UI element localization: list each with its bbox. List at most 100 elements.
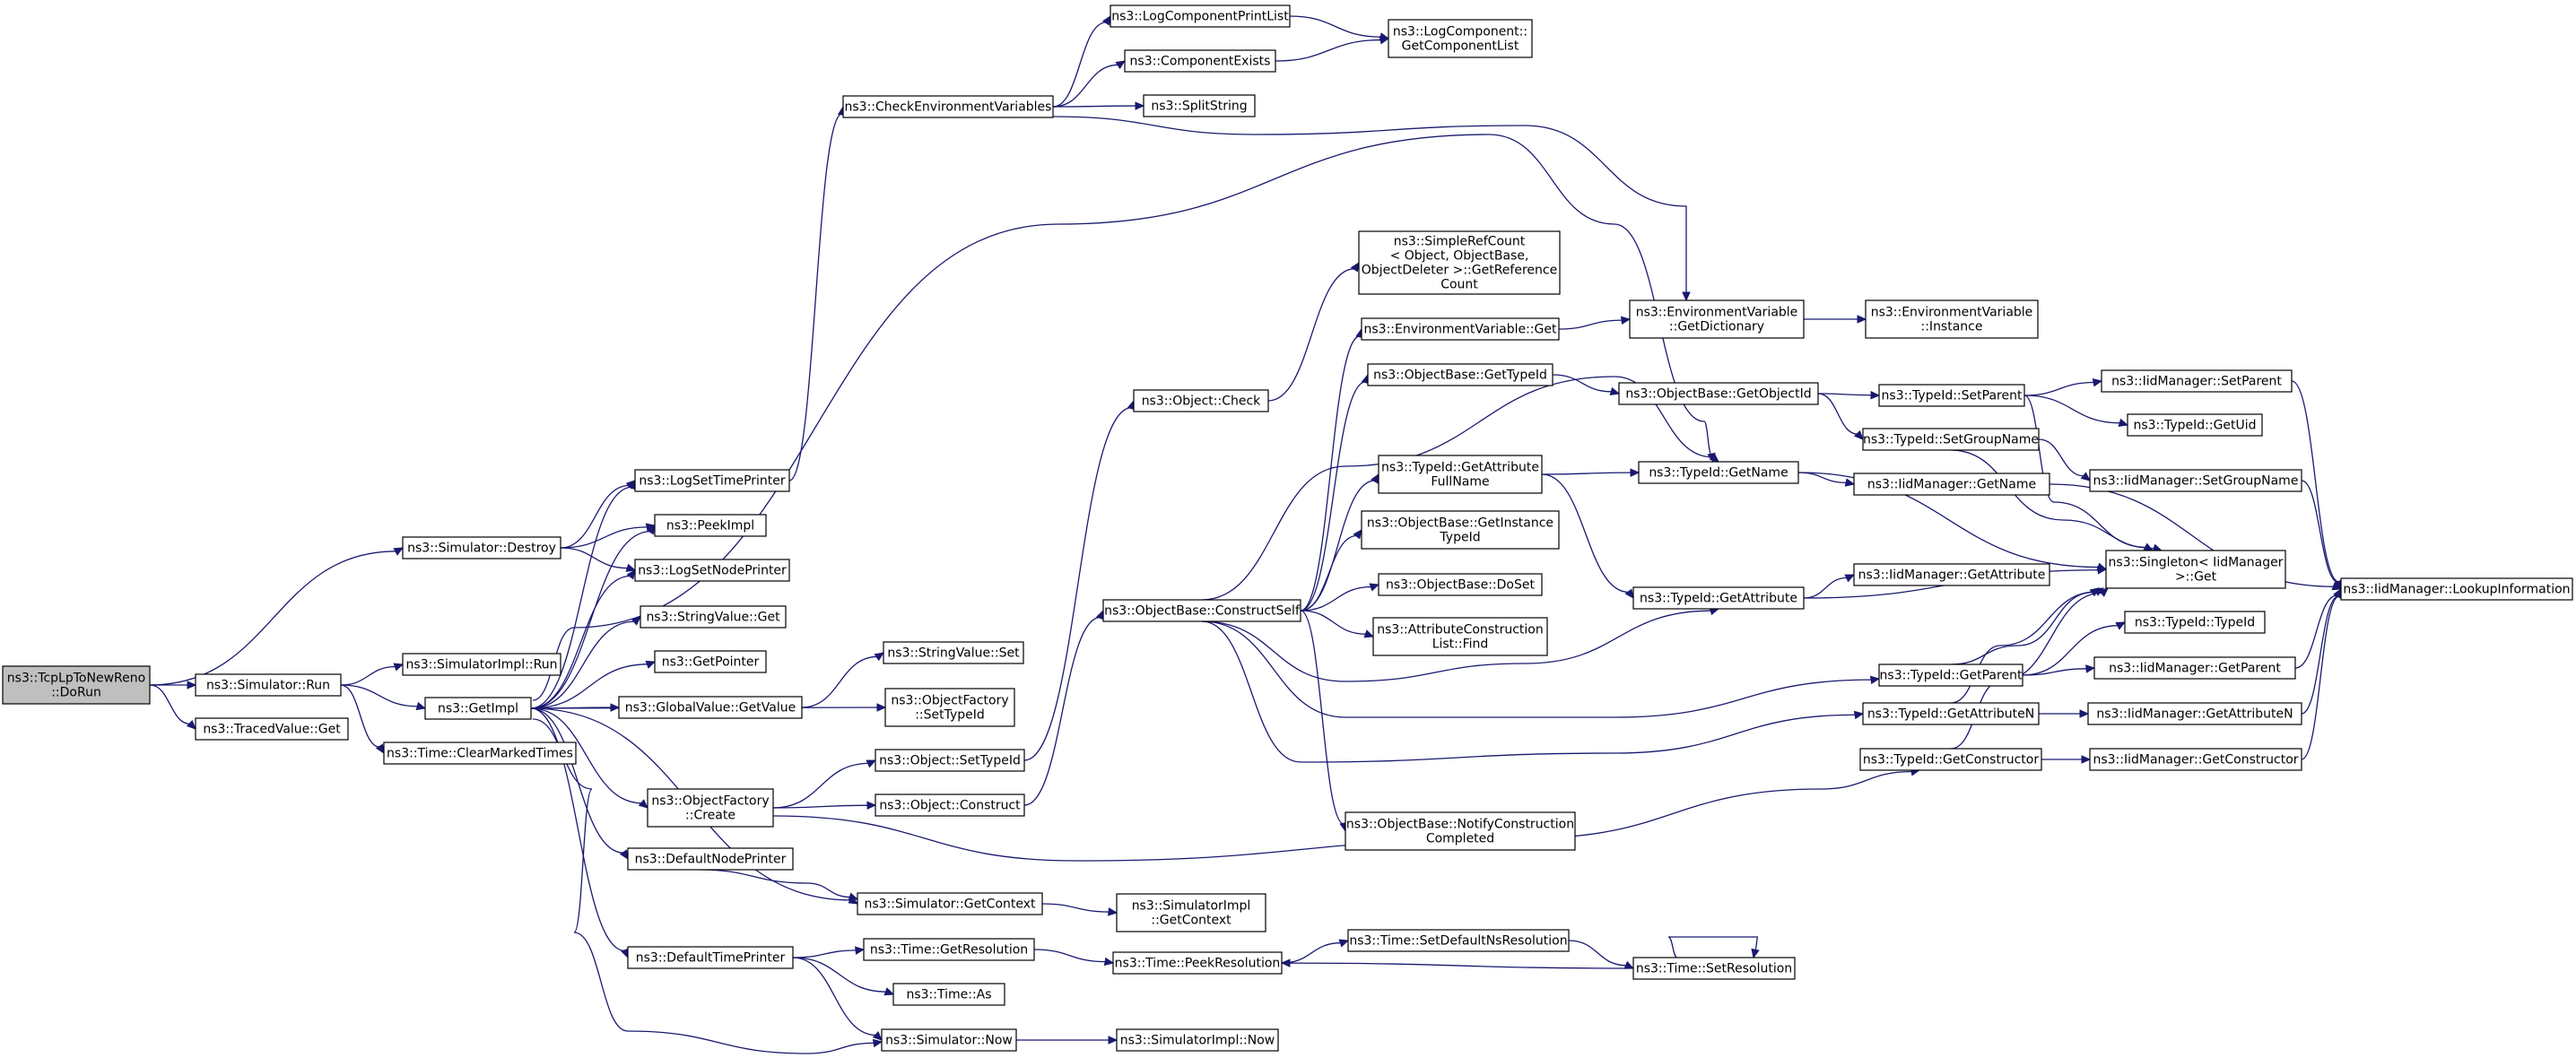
call-edge-line	[560, 547, 629, 569]
function-node[interactable]: ns3::TypeId::TypeId	[2124, 611, 2266, 634]
function-node[interactable]: ns3::TypeId::GetUid	[2127, 413, 2263, 437]
function-node[interactable]: ns3::ObjectBase::GetObjectId	[1618, 382, 1819, 405]
function-node[interactable]: ns3::TypeId::GetAttributeN	[1862, 702, 2040, 725]
call-edge	[1300, 583, 1380, 611]
function-node[interactable]: ns3::ObjectBase::ConstructSelf	[1102, 599, 1301, 622]
function-node-label: ns3::EnvironmentVariable	[1871, 306, 2033, 320]
function-node[interactable]: ns3::SimpleRefCount< Object, ObjectBase,…	[1358, 230, 1561, 295]
call-edge-arrowhead	[646, 524, 656, 535]
function-node[interactable]: ns3::GetImpl	[424, 697, 532, 720]
call-edge-line	[2022, 625, 2119, 676]
function-node[interactable]: ns3::SimulatorImpl::Now	[1116, 1028, 1279, 1052]
call-edge-line	[1201, 620, 1857, 763]
call-edge-arrowhead	[187, 681, 197, 689]
function-node[interactable]: ns3::EnvironmentVariable::Get	[1361, 317, 1560, 341]
call-edge-arrowhead	[2080, 472, 2091, 481]
call-edge-line	[530, 486, 632, 709]
function-node[interactable]: ns3::SimulatorImpl::GetContext	[1116, 893, 1266, 932]
function-node[interactable]: ns3::IidManager::SetGroupName	[2089, 469, 2302, 492]
call-edge-line	[2301, 480, 2339, 584]
call-edge	[1016, 1036, 1118, 1045]
function-node[interactable]: ns3::Simulator::Destroy	[402, 536, 561, 559]
function-node[interactable]: ns3::StringValue::Get	[640, 605, 787, 629]
function-node-label: ns3::TypeId::GetAttributeN	[1867, 707, 2034, 722]
function-node[interactable]: ns3::ObjectBase::DoSet	[1378, 573, 1543, 596]
call-edge	[1289, 15, 1390, 41]
function-node[interactable]: ns3::TypeId::GetAttribute	[1632, 586, 1805, 610]
function-node[interactable]: ns3::TypeId::GetParent	[1878, 663, 2023, 687]
function-node[interactable]: ns3::Singleton< IidManager>::Get	[2105, 550, 2286, 589]
function-node[interactable]: ns3::LogComponentPrintList	[1110, 4, 1291, 28]
function-node[interactable]: ns3::ComponentExists	[1124, 49, 1276, 73]
call-edge-line	[1541, 472, 1632, 475]
function-node[interactable]: ns3::Time::ClearMarkedTimes	[383, 741, 577, 765]
function-node[interactable]: ns3::ObjectFactory::Create	[647, 788, 774, 828]
call-edge	[1267, 261, 1360, 402]
function-node[interactable]: ns3::Simulator::Now	[881, 1028, 1017, 1052]
function-node[interactable]: ns3::Object::Check	[1133, 389, 1269, 412]
function-node[interactable]: ns3::TcpLpToNewReno::DoRun	[2, 665, 151, 705]
function-node-label: ns3::Time::GetResolution	[870, 943, 1028, 958]
function-node[interactable]: ns3::Object::SetTypeId	[875, 749, 1025, 772]
function-node[interactable]: ns3::TracedValue::Get	[195, 717, 349, 741]
function-node[interactable]: ns3::GetPointer	[654, 650, 767, 673]
function-node[interactable]: ns3::LogSetTimePrinter	[634, 469, 790, 492]
function-node[interactable]: ns3::TypeId::GetConstructor	[1859, 748, 2042, 771]
function-node[interactable]: ns3::PeekImpl	[654, 514, 767, 537]
call-edge-line	[1288, 962, 1634, 969]
function-node[interactable]: ns3::EnvironmentVariable::GetDictionary	[1629, 299, 1805, 339]
function-node-label: ns3::LogComponent::	[1393, 25, 1527, 39]
function-node-label: ns3::SimulatorImpl::Run	[406, 658, 558, 672]
function-node-label: ns3::ObjectBase::GetInstance	[1367, 516, 1553, 531]
call-edge-arrowhead	[645, 660, 657, 669]
function-node[interactable]: ns3::StringValue::Set	[883, 641, 1024, 664]
function-node[interactable]: ns3::ObjectBase::GetTypeId	[1367, 363, 1553, 386]
function-node[interactable]: ns3::SplitString	[1143, 94, 1256, 117]
function-node[interactable]: ns3::IidManager::GetName	[1853, 473, 2050, 496]
function-node-label: ns3::DefaultTimePrinter	[636, 951, 786, 966]
call-edge-line	[1797, 472, 1848, 484]
function-node[interactable]: ns3::GlobalValue::GetValue	[618, 696, 803, 719]
function-node[interactable]: ns3::Time::SetResolution	[1632, 957, 1796, 980]
function-node[interactable]: ns3::Time::SetDefaultNsResolution	[1347, 929, 1570, 952]
function-node-label: ns3::AttributeConstruction	[1377, 623, 1543, 637]
function-node[interactable]: ns3::SimulatorImpl::Run	[402, 653, 561, 676]
function-node[interactable]: ns3::Time::GetResolution	[863, 938, 1035, 961]
call-edge	[1275, 36, 1390, 62]
call-edge	[801, 652, 885, 708]
function-node[interactable]: ns3::CheckEnvironmentVariables	[842, 95, 1054, 118]
function-node[interactable]: ns3::IidManager::GetAttribute	[1853, 563, 2050, 586]
function-node[interactable]: ns3::IidManager::LookupInformation	[2340, 577, 2573, 601]
call-edge	[2301, 480, 2343, 591]
function-node-label: ns3::Simulator::Now	[885, 1034, 1013, 1048]
call-edge-line	[1797, 472, 2100, 568]
call-edge-line	[1300, 610, 1345, 825]
function-node-box	[857, 892, 1043, 915]
function-node[interactable]: ns3::Simulator::Run	[195, 673, 342, 697]
function-node[interactable]: ns3::IidManager::GetAttributeN	[2087, 702, 2302, 725]
function-node[interactable]: ns3::LogComponent::GetComponentList	[1388, 19, 1533, 58]
function-node[interactable]: ns3::TypeId::SetParent	[1878, 384, 2025, 407]
function-node[interactable]: ns3::DefaultNodePrinter	[627, 847, 794, 871]
function-node[interactable]: ns3::IidManager::GetParent	[2093, 656, 2296, 680]
call-edge-line	[1052, 105, 1137, 108]
function-node[interactable]: ns3::ObjectFactory::SetTypeId	[884, 688, 1015, 727]
call-edge-line	[532, 718, 875, 1054]
function-node[interactable]: ns3::Object::Construct	[875, 794, 1025, 817]
call-edge-arrowhead	[1844, 574, 1856, 583]
function-node[interactable]: ns3::IidManager::SetParent	[2101, 369, 2293, 393]
function-node[interactable]: ns3::ObjectBase::NotifyConstructionCompl…	[1345, 811, 1576, 851]
function-node[interactable]: ns3::Time::PeekResolution	[1112, 951, 1283, 975]
function-node[interactable]: ns3::IidManager::GetConstructor	[2089, 748, 2302, 771]
function-node[interactable]: ns3::DefaultTimePrinter	[627, 946, 794, 969]
function-node[interactable]: ns3::Simulator::GetContext	[857, 892, 1043, 915]
function-node[interactable]: ns3::TypeId::GetName	[1638, 461, 1799, 484]
function-node[interactable]: ns3::Time::As	[892, 983, 1005, 1006]
function-node[interactable]: ns3::EnvironmentVariable::Instance	[1865, 299, 2039, 339]
function-node[interactable]: ns3::TypeId::SetGroupName	[1862, 428, 2040, 451]
function-node-box	[627, 847, 794, 871]
function-node[interactable]: ns3::LogSetNodePrinter	[634, 559, 790, 582]
